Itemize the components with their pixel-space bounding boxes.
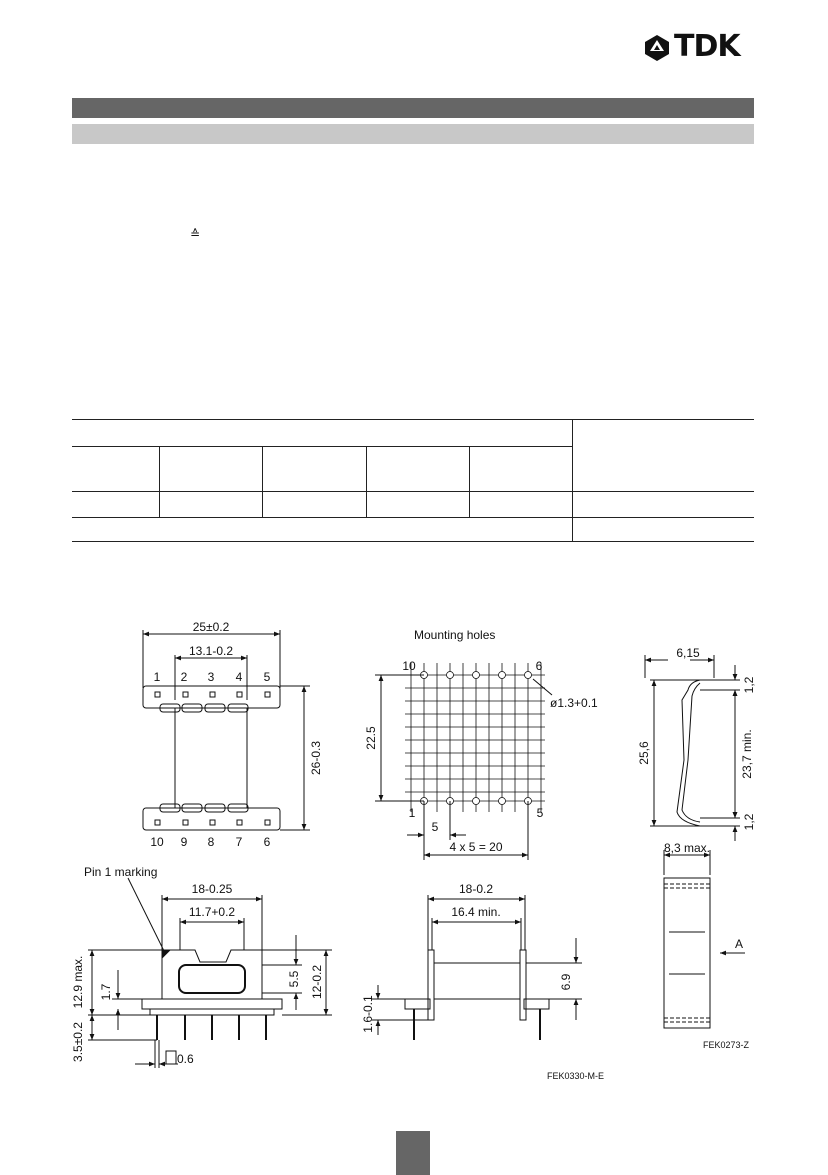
mounting-title: Mounting holes — [414, 628, 495, 642]
front-total-label: 12-0.2 — [310, 965, 324, 999]
side-base-label: 1.6-0.1 — [361, 995, 375, 1033]
front-inner-label: 11.7+0.2 — [189, 905, 235, 919]
title-bar — [72, 98, 754, 118]
pin-4-label: 4 — [236, 670, 243, 684]
pin-7-label: 7 — [236, 835, 243, 849]
pin-9-label: 9 — [181, 835, 188, 849]
tdk-logo-icon — [645, 35, 669, 61]
tdk-logo: TDK — [642, 29, 758, 64]
front-max-height-label: 12.9 max. — [71, 956, 85, 1009]
mount-corner-5: 5 — [537, 806, 544, 820]
view-a-label: A — [735, 937, 743, 951]
clip-side-drawing — [644, 655, 740, 841]
brand-name: TDK — [674, 29, 741, 64]
side-width-label: 18-0.2 — [459, 882, 493, 896]
subtitle-bar — [72, 124, 754, 144]
top-width-label: 25±0.2 — [193, 620, 230, 634]
mount-pitch-label: 5 — [432, 820, 439, 834]
pin-8-label: 8 — [208, 835, 215, 849]
side-height-label: 6.9 — [559, 973, 573, 990]
pin-1-label: 1 — [154, 670, 161, 684]
front-base-label: 1.7 — [99, 983, 113, 1000]
side-min-label: 16.4 min. — [451, 905, 500, 919]
front-square-label: 0.6 — [177, 1052, 194, 1066]
mount-corner-6: 6 — [536, 659, 543, 673]
mount-corner-1: 1 — [409, 806, 416, 820]
clip-height-label: 25,6 — [637, 741, 651, 765]
pin-2-label: 2 — [181, 670, 188, 684]
top-view-drawing — [142, 630, 310, 831]
clip-top-label: 6,15 — [676, 646, 700, 660]
page-number-tab — [396, 1131, 430, 1175]
pin-marking-label: Pin 1 marking — [84, 865, 157, 879]
clip-tab-bottom-label: 1,2 — [742, 813, 756, 830]
front-pin-label: 3.5±0.2 — [71, 1022, 85, 1062]
clip-figure-id: FEK0273-Z — [703, 1040, 750, 1050]
equivalent-symbol: ≙ — [190, 227, 201, 241]
front-width-label: 18-0.25 — [192, 882, 233, 896]
mount-total-label: 4 x 5 = 20 — [449, 840, 502, 854]
clip-tab-top-label: 1,2 — [742, 676, 756, 693]
pin-6-label: 6 — [264, 835, 271, 849]
hole-diameter-label: ø1.3+0.1 — [550, 696, 598, 710]
clip-min-label: 23,7 min. — [740, 729, 754, 778]
clip-front-width-label: 8,3 max. — [664, 841, 710, 855]
pin-3-label: 3 — [208, 670, 215, 684]
side-figure-id: FEK0330-M-E — [547, 1071, 604, 1081]
mount-height-label: 22.5 — [364, 726, 378, 750]
front-view-drawing — [88, 877, 332, 1068]
pin-5-label: 5 — [264, 670, 271, 684]
side-view-drawing — [372, 895, 582, 1040]
front-core-label: 5.5 — [287, 970, 301, 987]
pin-10-label: 10 — [150, 835, 164, 849]
top-inner-label: 13.1-0.2 — [189, 644, 233, 658]
clip-front-drawing — [663, 850, 745, 1029]
top-height-label: 26-0.3 — [309, 741, 323, 775]
mount-corner-10: 10 — [402, 659, 416, 673]
mounting-grid — [375, 663, 553, 860]
